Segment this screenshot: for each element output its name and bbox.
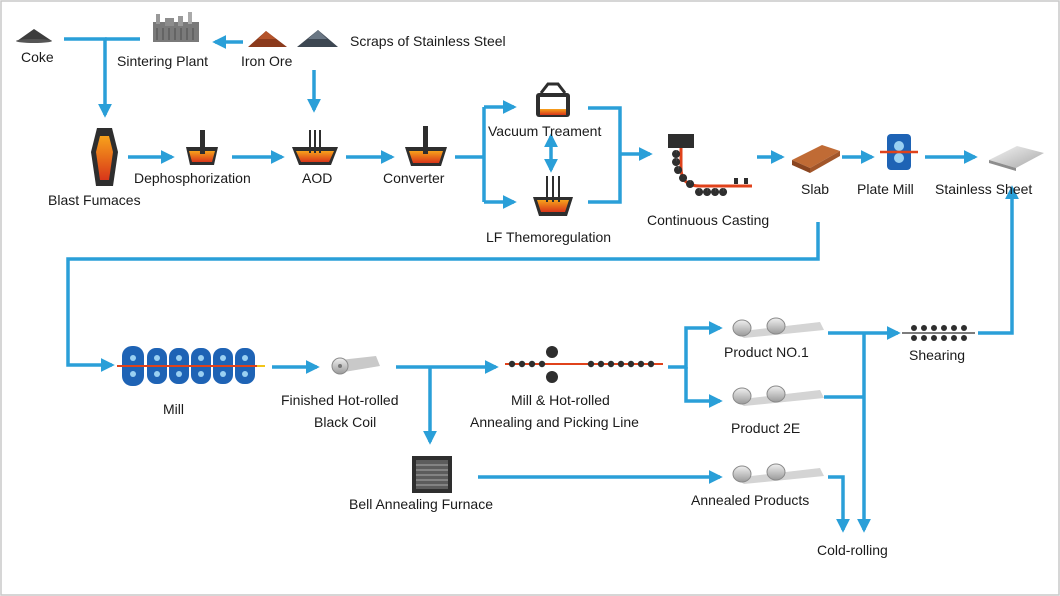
flow-connectors (64, 35, 1019, 533)
shearing-rollers-icon (902, 325, 975, 341)
hot-coil-icon (331, 356, 380, 375)
converter-label: Converter (383, 170, 445, 186)
annealing-label-line2: Annealing and Picking Line (470, 414, 639, 430)
annealing-label-line1: Mill & Hot-rolled (511, 392, 610, 408)
sintering-plant-icon (153, 12, 199, 42)
product-no1-label: Product NO.1 (724, 344, 809, 360)
converter-icon (405, 126, 447, 166)
annealed-products-label: Annealed Products (691, 492, 809, 508)
coke-label: Coke (21, 49, 54, 65)
coil-pair-icon (732, 317, 824, 338)
arrow-annealed-to-cold-rolling (828, 475, 850, 533)
node-labels: Coke Sintering Plant Iron Ore Scraps of … (21, 33, 1032, 558)
arrow-to-product-no1 (668, 321, 723, 369)
black-coil-label-line2: Black Coil (314, 414, 376, 430)
vacuum-tank-icon (536, 82, 570, 117)
dephosphorization-ladle-icon (186, 130, 218, 165)
arrow-coke-to-blast-furnace (64, 37, 112, 118)
arrow-slab-to-mill (66, 222, 820, 372)
stainless-sheet-label: Stainless Sheet (935, 181, 1032, 197)
dephosphorization-label: Dephosphorization (134, 170, 251, 186)
slab-label: Slab (801, 181, 829, 197)
iron-ore-label: Iron Ore (241, 53, 293, 69)
aod-vessel-icon (292, 130, 338, 165)
coke-pile-icon (16, 29, 52, 43)
iron-ore-pile-icon (248, 31, 287, 47)
slab-icon (792, 145, 840, 173)
rolling-mill-icon (117, 346, 265, 386)
cold-rolling-label: Cold-rolling (817, 542, 888, 558)
blast-furnaces-label: Blast Fumaces (48, 192, 141, 208)
blast-furnace-icon (91, 128, 118, 186)
coil-pair-icon (732, 385, 824, 406)
continuous-casting-label: Continuous Casting (647, 212, 769, 228)
sintering-plant-label: Sintering Plant (117, 53, 208, 69)
lf-themoregulation-label: LF Themoregulation (486, 229, 611, 245)
vacuum-treatment-label: Vacuum Treament (488, 123, 601, 139)
mill-label: Mill (163, 401, 184, 417)
scrap-pile-icon (297, 30, 338, 47)
shearing-label: Shearing (909, 347, 965, 363)
black-coil-label-line1: Finished Hot-rolled (281, 392, 399, 408)
scraps-label: Scraps of Stainless Steel (350, 33, 506, 49)
coil-pair-icon (732, 463, 824, 484)
arrow-shearing-to-sheet (978, 185, 1019, 335)
plate-mill-icon (880, 134, 918, 170)
plate-mill-label: Plate Mill (857, 181, 914, 197)
pickling-line-icon (505, 346, 663, 383)
bell-furnace-icon (412, 456, 452, 493)
bell-furnace-label: Bell Annealing Furnace (349, 496, 493, 512)
arrow-to-product-2e (684, 367, 723, 408)
steel-sheet-icon (989, 146, 1044, 171)
lf-ladle-icon (533, 176, 573, 216)
aod-label: AOD (302, 170, 332, 186)
continuous-caster-icon (668, 134, 752, 196)
product-2e-label: Product 2E (731, 420, 800, 436)
